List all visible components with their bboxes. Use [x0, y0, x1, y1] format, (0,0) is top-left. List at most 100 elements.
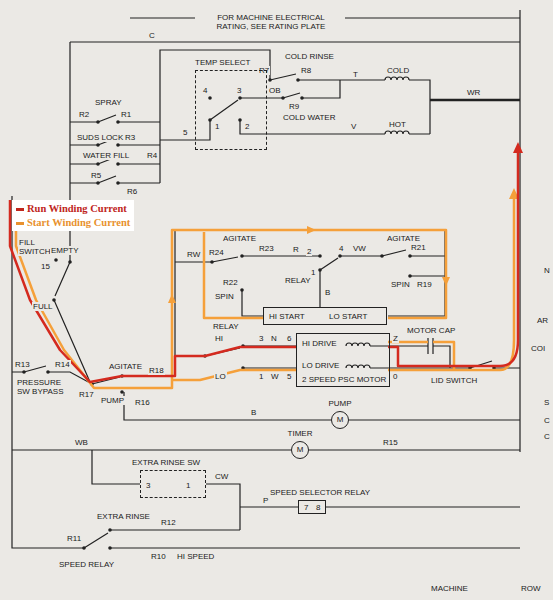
extra-rinse-switch: EXTRA RINSE SW31	[140, 470, 206, 498]
contact-number: R17	[78, 390, 95, 399]
current-arrow	[168, 294, 176, 303]
component-label: FOR MACHINE ELECTRICAL RATING, SEE RATIN…	[200, 13, 342, 31]
contact-number: R3	[124, 133, 136, 142]
contact-number: R13	[14, 360, 31, 369]
terminal-label: 3	[236, 86, 242, 95]
terminal-label: C	[543, 432, 551, 441]
temp-select-switch: TEMP SELECT	[195, 70, 267, 150]
start-winding-path	[16, 199, 514, 388]
component-label: PRESSURE SW BYPASS	[16, 378, 76, 396]
contact-number: R12	[160, 518, 177, 527]
component-label: SPRAY	[94, 98, 123, 107]
component-text: M	[336, 415, 345, 424]
component-label: AGITATE	[108, 362, 143, 371]
terminal-label: V	[350, 122, 357, 131]
terminal-label: ROW	[520, 584, 542, 593]
terminal-label: 2	[244, 122, 250, 131]
relay-coil: HI START LO START	[263, 307, 387, 325]
contact-number: R24	[208, 248, 225, 257]
component-label: COLD WATER	[282, 113, 336, 122]
legend-text: Start Winding Current	[27, 217, 130, 228]
terminal-label: 2	[306, 247, 312, 256]
legend-swatch	[16, 222, 24, 225]
terminal-label: WB	[74, 438, 89, 447]
contact-number: R8	[300, 66, 312, 75]
terminal-label: 5	[182, 128, 188, 137]
component-heading: PUMP	[327, 399, 352, 408]
current-arrow	[307, 226, 316, 234]
terminal-label: COI	[530, 344, 546, 353]
contact-number: R5	[90, 171, 102, 180]
terminal-label: LO	[214, 372, 227, 381]
run-winding-path	[10, 153, 518, 382]
legend-text: Run Winding Current	[27, 203, 127, 214]
terminal-label: C	[543, 416, 551, 425]
terminal-label: 1	[258, 372, 264, 381]
terminal-label: 4	[338, 244, 344, 253]
terminal-label: S	[543, 398, 550, 407]
component-label: AGITATE	[386, 234, 421, 243]
component-heading: SPEED SELECTOR RELAY	[269, 488, 371, 497]
contact-number: R19	[416, 280, 433, 289]
component-text: HI START	[268, 312, 306, 321]
contact-number: R16	[134, 398, 151, 407]
component-text: LO DRIVE	[301, 361, 340, 370]
terminal-label: AR	[536, 316, 549, 325]
terminal-label: W	[270, 372, 280, 381]
terminal-dot	[24, 80, 494, 548]
terminal-label: RW	[186, 250, 201, 259]
contact-number: R22	[222, 278, 239, 287]
component-label: PUMP	[100, 396, 125, 405]
component-label: SUDS LOCK	[76, 133, 124, 142]
component-label: SPIN	[214, 292, 235, 301]
terminal-label: T	[352, 70, 359, 79]
legend-row: Run Winding Current	[16, 202, 130, 216]
component-heading: EXTRA RINSE SW	[131, 458, 201, 467]
component-text: M	[296, 445, 305, 454]
contact-number: R14	[54, 360, 71, 369]
component-label: WATER FILL	[82, 151, 130, 160]
terminal-label: 0	[392, 372, 398, 381]
motor-box: HI DRIVELO DRIVE2 SPEED PSC MOTOR	[296, 333, 390, 387]
wire-bus	[430, 99, 520, 102]
terminal-label: 3	[258, 334, 264, 343]
terminal-label: HI	[214, 334, 224, 343]
contact-number: R6	[126, 187, 138, 196]
terminal-label: CW	[214, 472, 229, 481]
current-arrow	[513, 142, 523, 153]
contact-number: R18	[148, 366, 165, 375]
terminal-label: Z	[392, 334, 399, 343]
legend-swatch	[16, 208, 24, 211]
terminal-label: 6	[286, 334, 292, 343]
legend-row: Start Winding Current	[16, 216, 130, 230]
component-label: MACHINE	[430, 584, 469, 593]
component-text: LO START	[328, 312, 368, 321]
switch-blade	[24, 74, 492, 548]
contact-number: R23	[258, 244, 275, 253]
terminal-label: 4	[202, 86, 208, 95]
current-arrow	[442, 277, 450, 286]
terminal-label: C	[148, 31, 156, 40]
terminal-label: VW	[352, 244, 367, 253]
component-heading: TEMP SELECT	[194, 58, 251, 67]
contact-number: R10	[150, 552, 167, 561]
component-text: 1	[185, 481, 191, 490]
component-label: MOTOR CAP	[406, 326, 456, 335]
contact-number: R1	[120, 110, 132, 119]
terminal-label: N	[543, 266, 551, 275]
wire	[12, 10, 520, 548]
terminal-label: B	[250, 408, 257, 417]
contact-number: R4	[146, 151, 158, 160]
component-label: SPEED RELAY	[58, 560, 115, 569]
component-label: FILL SWITCH	[18, 238, 50, 256]
contact-number: R11	[66, 534, 82, 543]
component-label: FULL	[32, 302, 54, 311]
terminal-label: N	[270, 334, 278, 343]
component-label: EXTRA RINSE	[96, 512, 151, 521]
component-label: EMPTY	[50, 246, 80, 255]
terminal-label: R	[292, 245, 300, 254]
contact-number: R21	[410, 243, 427, 252]
terminal-label: HOT	[388, 120, 407, 129]
legend: Run Winding CurrentStart Winding Current	[12, 200, 134, 231]
component-text: 8	[315, 503, 321, 512]
